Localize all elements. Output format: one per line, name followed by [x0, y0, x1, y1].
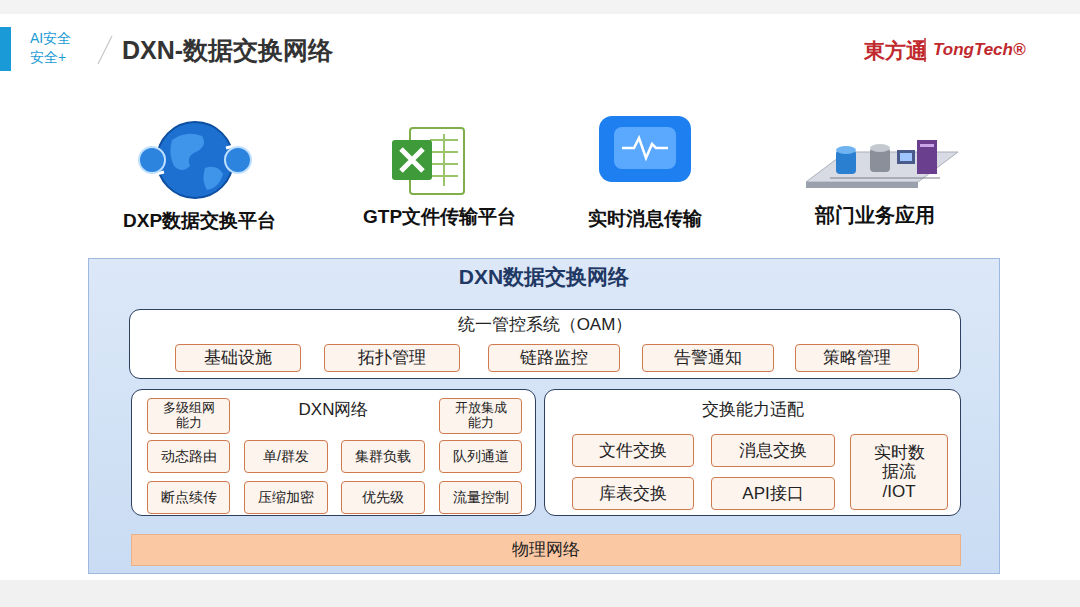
node-text: 实时数 据流 /IOT	[871, 443, 927, 502]
page-title: DXN-数据交换网络	[122, 34, 333, 67]
feature-box: 单/群发	[244, 440, 328, 473]
node-text: 压缩加密	[258, 489, 314, 505]
node-text: API接口	[742, 484, 803, 504]
spreadsheet-icon	[392, 128, 464, 194]
label-text: DXP数据交换平台	[123, 208, 276, 234]
node-text: 告警通知	[674, 348, 742, 368]
node-text: 流量控制	[453, 489, 509, 505]
node-text: 拓扑管理	[358, 348, 426, 368]
feature-box: 消息交换	[711, 434, 835, 467]
node-text: 物理网络	[512, 540, 580, 560]
feature-box: 队列通道	[439, 440, 522, 473]
feature-box: 集群负载	[341, 440, 425, 473]
node-text: 库表交换	[599, 484, 667, 504]
feature-box: 拓扑管理	[324, 344, 460, 372]
node-text: 断点续传	[161, 489, 217, 505]
feature-box: 压缩加密	[244, 481, 328, 514]
node-text: 开放集成 能力	[450, 401, 512, 431]
feature-box: 动态路由	[147, 440, 230, 473]
node-text: 集群负载	[355, 448, 411, 464]
node-text: 交换能力适配	[545, 400, 960, 420]
node-text: 动态路由	[161, 448, 217, 464]
group-box: DXN网络多级组网 能力开放集成 能力动态路由单/群发集群负载队列通道断点续传压…	[131, 389, 536, 516]
feature-box: 断点续传	[147, 481, 230, 514]
label-text: 安全+	[30, 49, 66, 67]
feature-box: 基础设施	[175, 344, 301, 372]
label-text: TongTech®	[933, 40, 1025, 60]
network-panel: DXN数据交换网络统一管控系统（OAM） 基础设施 拓扑管理 链路监控 告警通知 策略管理…	[88, 258, 1000, 574]
server-illustration	[806, 140, 958, 188]
group-box: 统一管控系统（OAM） 基础设施 拓扑管理 链路监控 告警通知 策略管理	[129, 309, 961, 379]
node-text: 单/群发	[263, 448, 309, 464]
feature-box: 策略管理	[795, 344, 919, 372]
label-text: 实时消息传输	[588, 206, 702, 232]
feature-box: 流量控制	[439, 481, 522, 514]
node-text: 文件交换	[599, 441, 667, 461]
label-text: 部门业务应用	[815, 202, 935, 229]
node-text: 基础设施	[204, 348, 272, 368]
node-text: 链路监控	[520, 348, 588, 368]
feature-box: 链路监控	[488, 344, 620, 372]
label-text: AI安全	[30, 30, 71, 48]
globe-icon	[139, 122, 251, 198]
feature-box: 多级组网 能力	[147, 398, 230, 434]
feature-box: 文件交换	[572, 434, 694, 467]
node-text: 优先级	[362, 489, 404, 505]
message-icon	[599, 116, 691, 182]
node-text: 策略管理	[823, 348, 891, 368]
node-text: DXN数据交换网络	[89, 265, 999, 289]
label-text: 東方通	[864, 37, 927, 65]
feature-box: 库表交换	[572, 477, 694, 510]
feature-box: 优先级	[341, 481, 425, 514]
label-text: GTP文件传输平台	[363, 204, 516, 230]
group-box: 交换能力适配文件交换 消息交换 实时数 据流 /IOT 库表交换 API接口	[544, 389, 961, 516]
feature-box: 实时数 据流 /IOT	[850, 434, 948, 510]
feature-box: API接口	[711, 477, 835, 510]
feature-box: 告警通知	[642, 344, 774, 372]
node-text: 队列通道	[453, 448, 509, 464]
node-text: 统一管控系统（OAM）	[130, 315, 960, 335]
network-band: 物理网络	[131, 534, 961, 566]
feature-box: 开放集成 能力	[439, 398, 522, 434]
node-text: 消息交换	[739, 441, 807, 461]
node-text: 多级组网 能力	[158, 401, 220, 431]
